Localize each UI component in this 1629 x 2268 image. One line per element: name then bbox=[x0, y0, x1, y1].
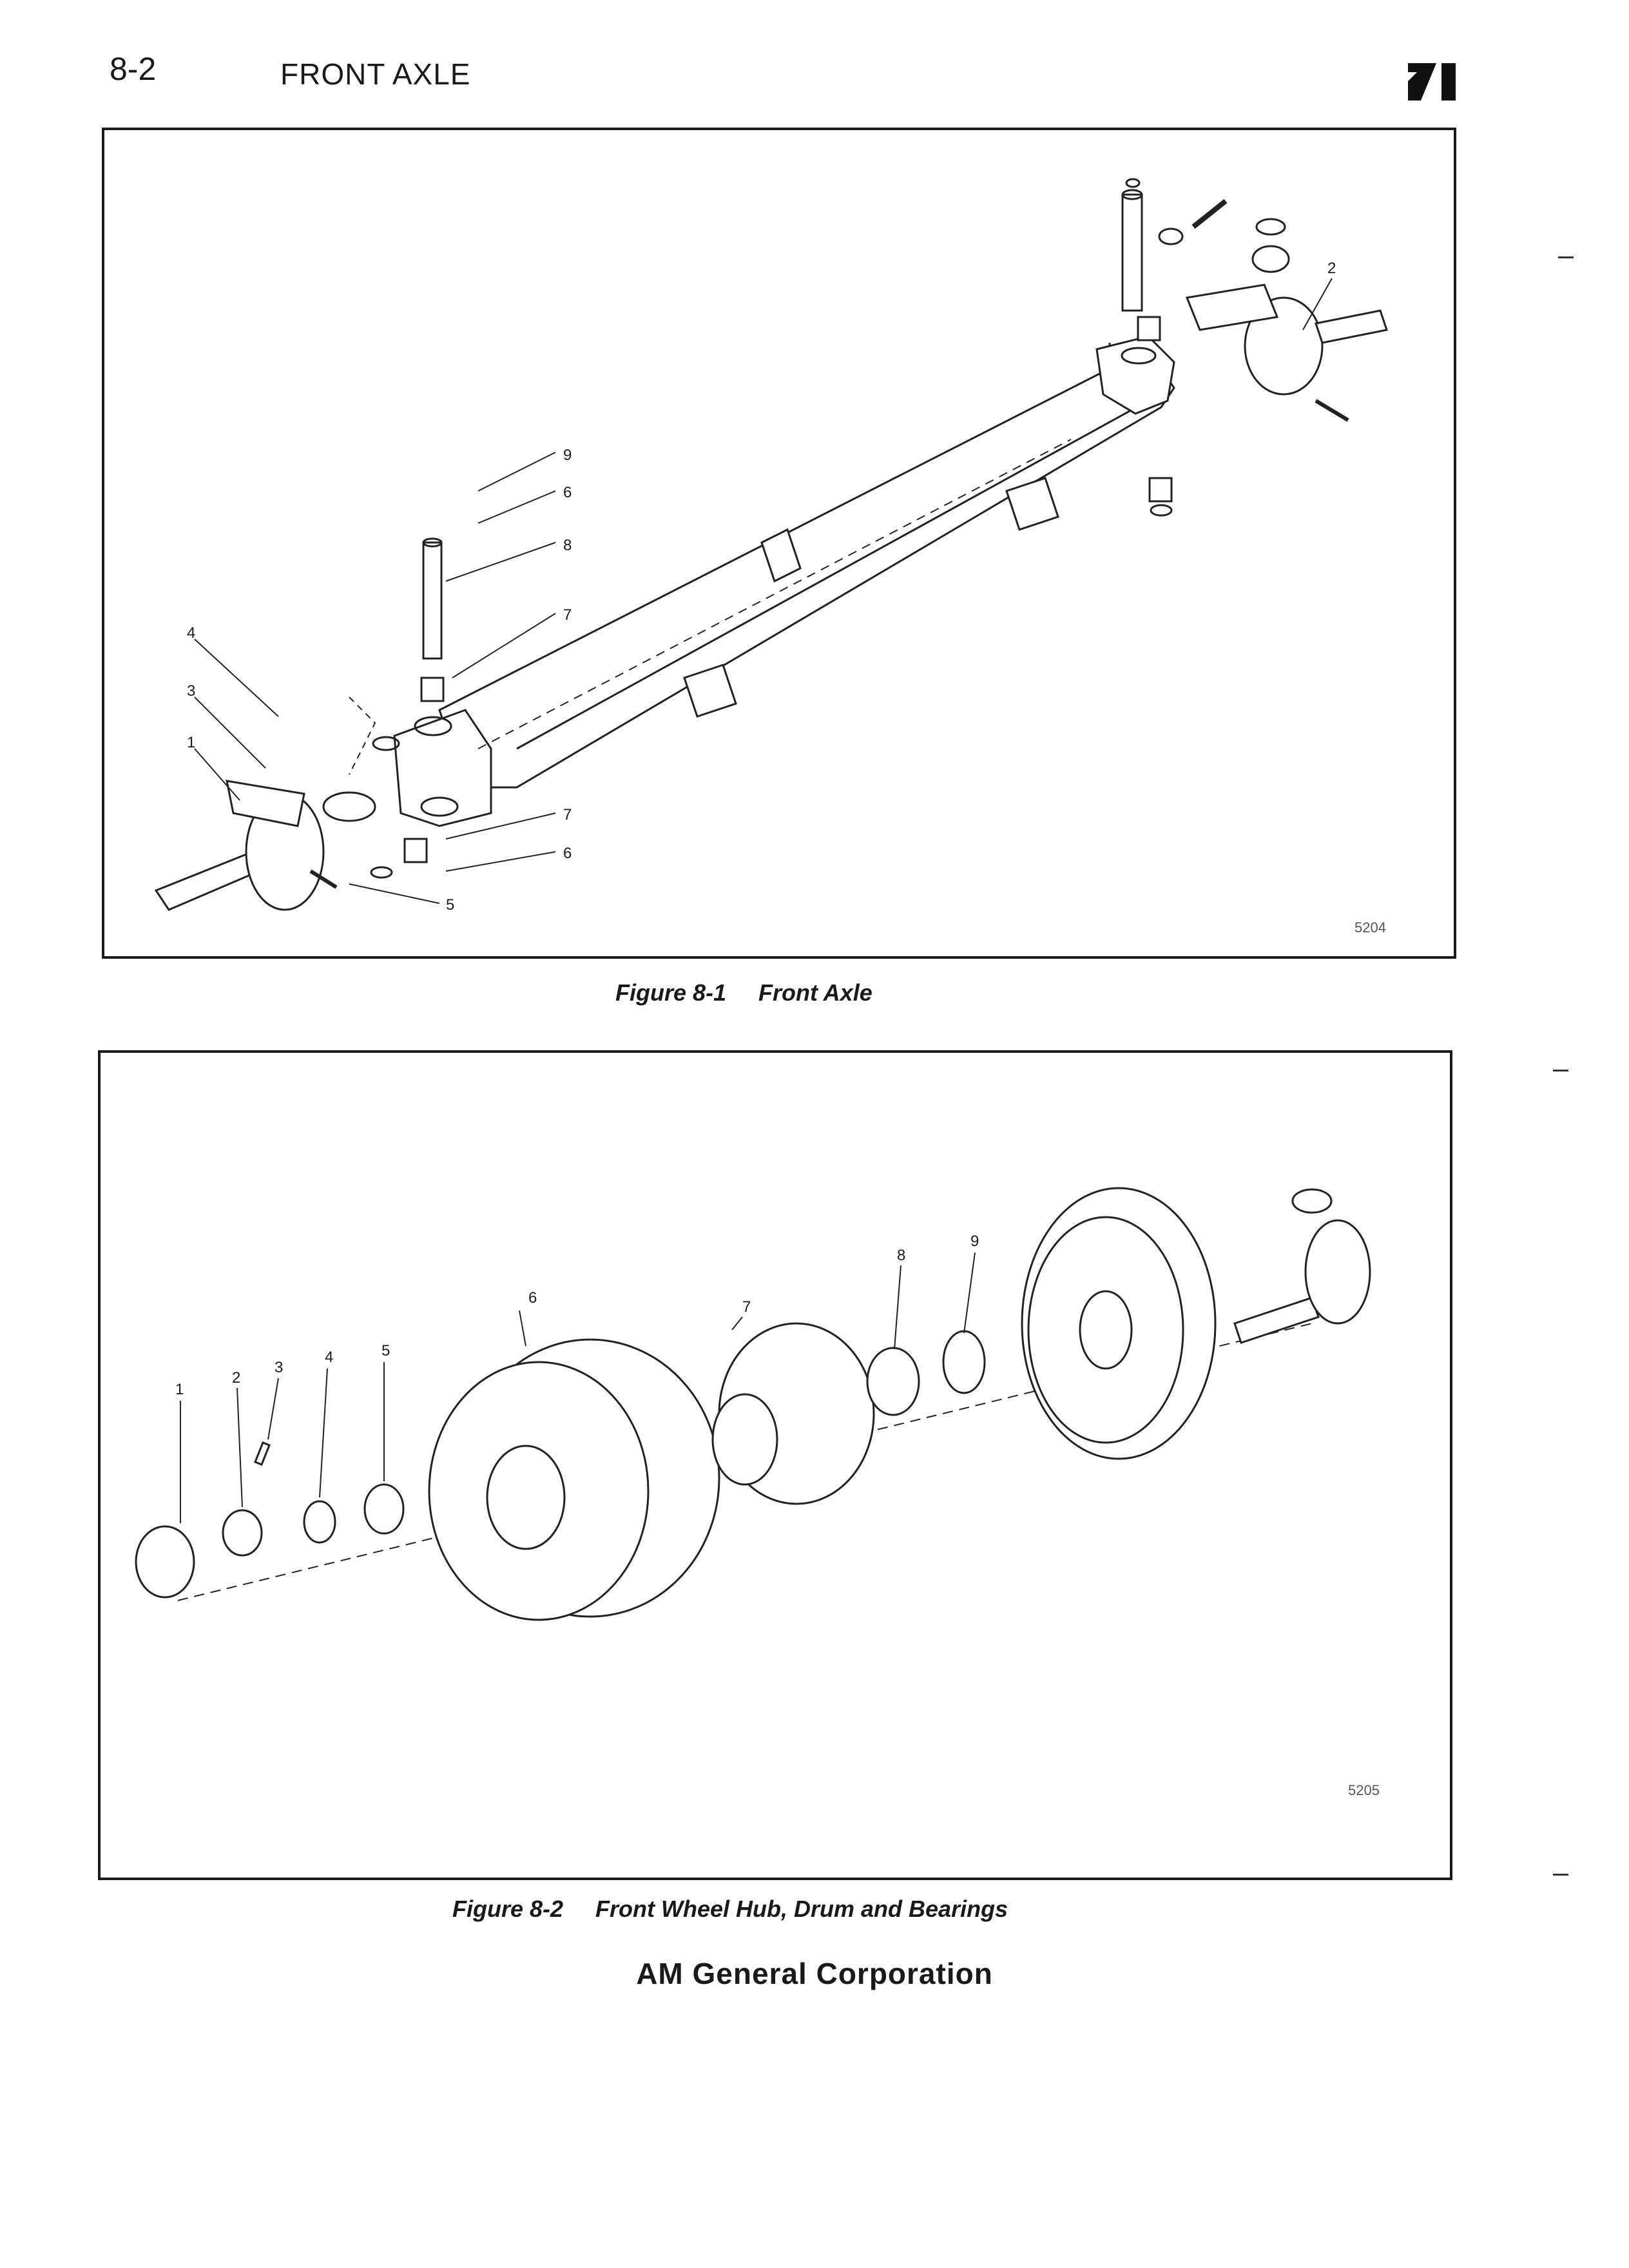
figure-ref-number: 5205 bbox=[1348, 1782, 1380, 1798]
margin-mark bbox=[1558, 256, 1574, 258]
figure-front-axle: 9 6 8 7 4 3 1 7 6 5 2 5204 bbox=[102, 128, 1456, 959]
footer-company: AM General Corporation bbox=[636, 1957, 993, 1990]
caption-number: Figure 8-2 bbox=[452, 1896, 564, 1922]
callout-label: 9 bbox=[563, 447, 572, 464]
callout-label: 5 bbox=[446, 896, 454, 914]
caption-text: Front Axle bbox=[758, 979, 872, 1006]
front-axle-illustration: 9 6 8 7 4 3 1 7 6 5 2 5204 bbox=[154, 178, 1388, 936]
callout-label: 7 bbox=[742, 1298, 751, 1316]
margin-mark bbox=[1553, 1070, 1568, 1072]
figure-ref-number: 5204 bbox=[1354, 919, 1386, 936]
callout-label: 1 bbox=[187, 734, 195, 751]
caption-number: Figure 8-1 bbox=[615, 979, 727, 1006]
callout-label: 2 bbox=[1327, 260, 1336, 277]
callout-label: 5 bbox=[381, 1342, 390, 1360]
callout-label: 2 bbox=[232, 1369, 240, 1387]
callout-label: 7 bbox=[563, 606, 572, 624]
callout-label: 3 bbox=[275, 1359, 283, 1376]
figure-wheel-hub: 1 2 3 4 5 6 7 8 9 5205 bbox=[98, 1050, 1452, 1880]
figure1-callouts: 9 6 8 7 4 3 1 7 6 5 2 bbox=[187, 260, 1336, 914]
callout-label: 8 bbox=[563, 537, 572, 554]
callout-label: 6 bbox=[528, 1289, 537, 1307]
figure2-callouts: 1 2 3 4 5 6 7 8 9 bbox=[175, 1233, 979, 1398]
figure-caption: Figure 8-1 Front Axle bbox=[615, 979, 872, 1006]
publisher-logo bbox=[1408, 63, 1456, 101]
caption-text: Front Wheel Hub, Drum and Bearings bbox=[595, 1896, 1008, 1922]
callout-label: 4 bbox=[187, 624, 195, 642]
callout-label: 1 bbox=[175, 1381, 184, 1398]
wheel-hub-illustration: 1 2 3 4 5 6 7 8 9 5205 bbox=[135, 1187, 1380, 1798]
callout-label: 9 bbox=[970, 1233, 979, 1250]
callout-label: 7 bbox=[563, 806, 572, 823]
callout-label: 6 bbox=[563, 845, 572, 862]
page-number: 8-2 bbox=[110, 51, 157, 87]
margin-mark bbox=[1553, 1874, 1568, 1876]
section-title: FRONT AXLE bbox=[280, 57, 471, 91]
figure-caption: Figure 8-2 Front Wheel Hub, Drum and Bear… bbox=[452, 1896, 1008, 1923]
callout-label: 4 bbox=[325, 1349, 333, 1366]
callout-label: 8 bbox=[897, 1247, 905, 1264]
callout-label: 3 bbox=[187, 682, 195, 700]
callout-label: 6 bbox=[563, 484, 572, 501]
